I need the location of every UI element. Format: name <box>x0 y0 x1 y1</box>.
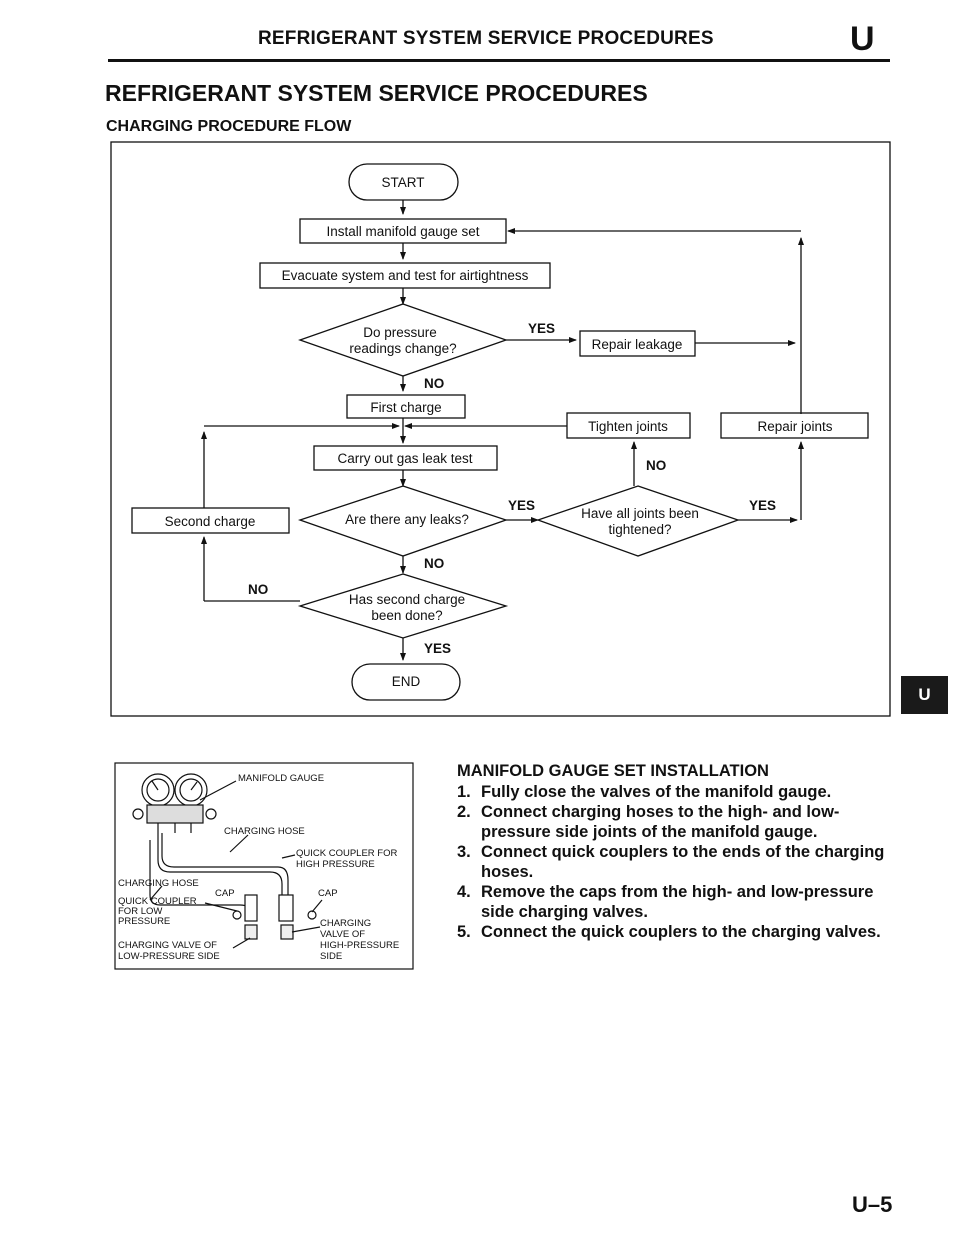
tighten-joints-label: Tighten joints <box>588 419 668 434</box>
flow-title: CHARGING PROCEDURE FLOW <box>106 118 352 135</box>
done-question-line2: been done? <box>371 608 442 623</box>
joints-question-line1: Have all joints been <box>581 506 699 521</box>
repair-joints-label: Repair joints <box>757 419 832 434</box>
charging-valve-low-line1: CHARGING VALVE OF <box>118 940 217 951</box>
charging-hose-label-left: CHARGING HOSE <box>118 878 199 889</box>
step-number: 3. <box>457 843 471 861</box>
low-pressure-valve-icon <box>244 924 258 940</box>
joints-question-line2: tightened? <box>608 522 671 537</box>
installation-step: 3. Connect quick couplers to the ends of… <box>457 842 897 882</box>
charging-flowchart: START Install manifold gauge set Evacuat… <box>110 141 891 717</box>
quick-coupler-high-line2: HIGH PRESSURE <box>296 859 375 870</box>
cap-icon-left <box>232 910 242 920</box>
start-label: START <box>381 175 424 190</box>
install-label: Install manifold gauge set <box>326 224 479 239</box>
no-label-done: NO <box>248 582 268 597</box>
low-pressure-quick-coupler-icon <box>244 894 258 922</box>
step-text: Remove the caps from the high- and low-p… <box>481 883 874 921</box>
cap-label-right: CAP <box>318 888 338 899</box>
done-question-line1: Has second charge <box>349 592 465 607</box>
high-pressure-valve-icon <box>280 924 294 940</box>
gas-leak-test-label: Carry out gas leak test <box>337 451 472 466</box>
quick-coupler-low-line3: PRESSURE <box>118 916 170 927</box>
no-label-joints: NO <box>646 458 666 473</box>
first-charge-box <box>346 394 466 419</box>
installation-step: 5. Connect the quick couplers to the cha… <box>457 922 897 942</box>
no-label-pressure: NO <box>424 376 444 391</box>
quick-coupler-low-line2: FOR LOW <box>118 906 162 917</box>
quick-coupler-low-line1: QUICK COUPLER <box>118 896 197 907</box>
step-number: 4. <box>457 883 471 901</box>
yes-label-joints: YES <box>749 498 776 513</box>
end-label: END <box>392 674 421 689</box>
joints-decision <box>536 485 740 557</box>
first-charge-label: First charge <box>370 400 441 415</box>
charging-hose-icon <box>157 833 283 910</box>
section-tab: U <box>901 676 948 714</box>
charging-valve-high-line3: HIGH-PRESSURE <box>320 940 399 951</box>
manifold-body-icon <box>146 804 204 824</box>
yes-label-leaks: YES <box>508 498 535 513</box>
gas-leak-test-box <box>313 445 498 471</box>
second-charge-label: Second charge <box>165 514 256 529</box>
step-text: Connect charging hoses to the high- and … <box>481 803 840 841</box>
installation-heading: MANIFOLD GAUGE SET INSTALLATION <box>457 762 769 780</box>
cap-icon-right <box>307 910 317 920</box>
step-number: 1. <box>457 783 471 801</box>
step-text: Connect the quick couplers to the chargi… <box>481 923 881 941</box>
second-charge-box <box>131 507 290 534</box>
no-label-leaks: NO <box>424 556 444 571</box>
installation-step: 1. Fully close the valves of the manifol… <box>457 782 897 802</box>
charging-valve-low-line2: LOW-PRESSURE SIDE <box>118 951 220 962</box>
charging-valve-high-line1: CHARGING <box>320 918 371 929</box>
running-header: REFRIGERANT SYSTEM SERVICE PROCEDURES <box>258 28 714 49</box>
installation-steps: 1. Fully close the valves of the manifol… <box>457 782 897 942</box>
step-number: 2. <box>457 803 471 821</box>
section-letter: U <box>850 20 875 58</box>
manifold-gauge-label: MANIFOLD GAUGE <box>238 773 324 784</box>
charging-valve-high-line2: VALVE OF <box>320 929 365 940</box>
charging-valve-high-line4: SIDE <box>320 951 342 962</box>
repair-joints-box <box>720 412 869 439</box>
step-text: Connect quick couplers to the ends of th… <box>481 843 885 881</box>
yes-label-done: YES <box>424 641 451 656</box>
page-number: U–5 <box>852 1192 893 1217</box>
step-text: Fully close the valves of the manifold g… <box>481 783 832 801</box>
high-pressure-quick-coupler-icon <box>278 894 294 922</box>
evacuate-box <box>259 262 551 289</box>
end-terminal <box>351 663 461 701</box>
installation-step: 2. Connect charging hoses to the high- a… <box>457 802 897 842</box>
leaks-question-label: Are there any leaks? <box>345 512 469 527</box>
header-rule <box>108 59 890 62</box>
evacuate-label: Evacuate system and test for airtightnes… <box>282 268 529 283</box>
charging-hose-label-top: CHARGING HOSE <box>224 826 305 837</box>
yes-label-pressure: YES <box>528 321 555 336</box>
flowchart-frame <box>110 141 891 717</box>
quick-coupler-high-line1: QUICK COUPLER FOR <box>296 848 397 859</box>
step-number: 5. <box>457 923 471 941</box>
repair-leakage-label: Repair leakage <box>592 337 683 352</box>
cap-label-left: CAP <box>215 888 235 899</box>
pressure-question-line1: Do pressure <box>363 325 437 340</box>
pressure-question-line2: readings change? <box>349 341 456 356</box>
page-title: REFRIGERANT SYSTEM SERVICE PROCEDURES <box>105 80 648 106</box>
installation-step: 4. Remove the caps from the high- and lo… <box>457 882 897 922</box>
